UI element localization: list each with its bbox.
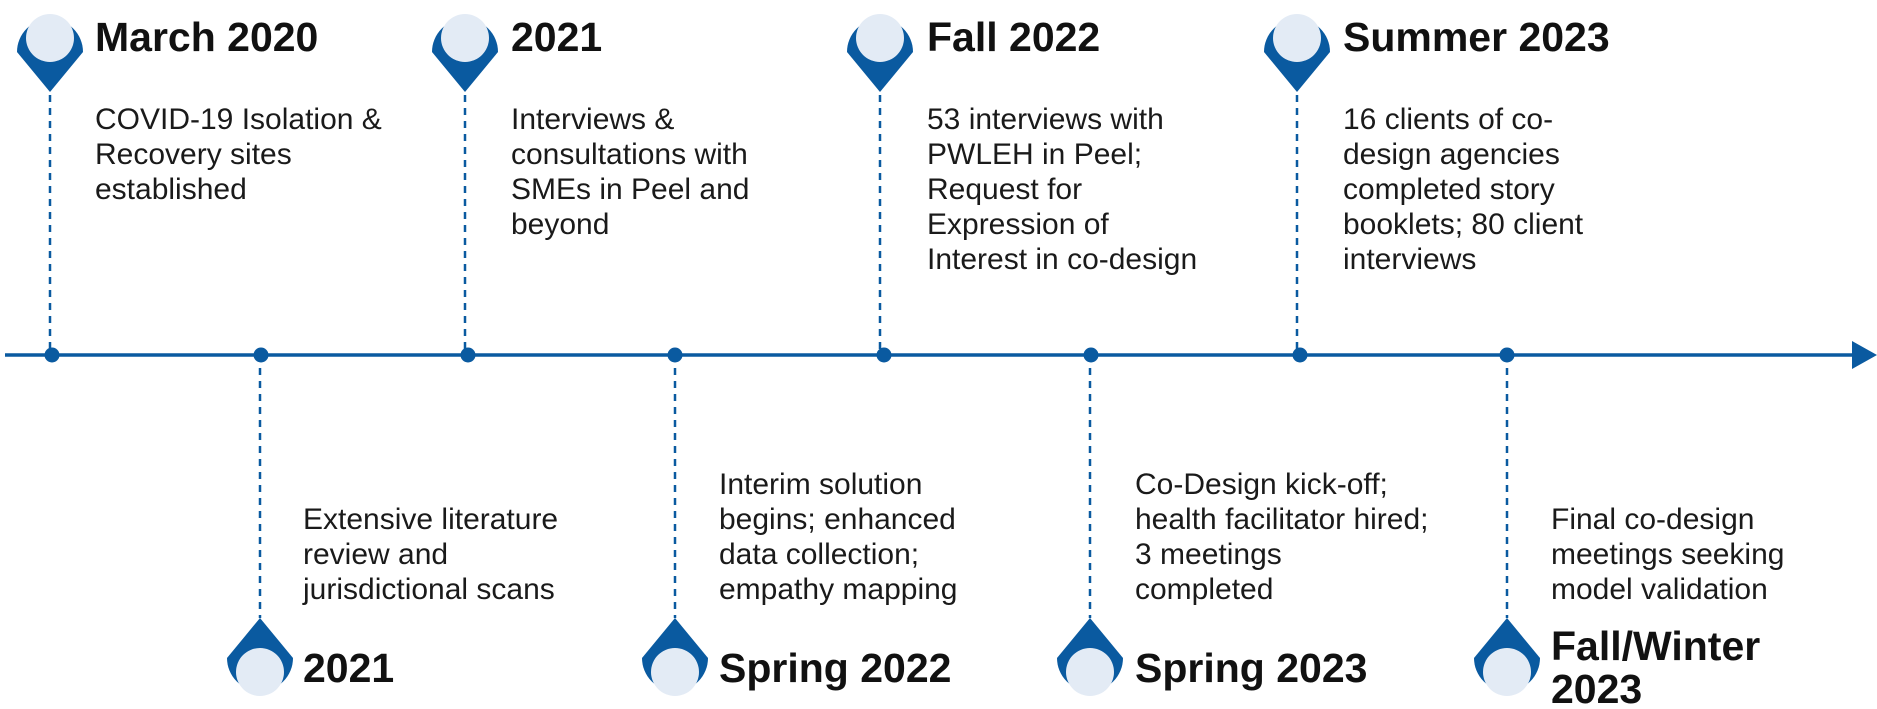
timeline-dot-3 xyxy=(460,347,476,363)
timeline-dot-6 xyxy=(1083,347,1099,363)
event-description-line: PWLEH in Peel; xyxy=(927,138,1143,171)
event-description-line: COVID-19 Isolation & xyxy=(95,103,382,136)
timeline-dot-4 xyxy=(667,347,683,363)
event-title-7: Summer 2023 xyxy=(1343,14,1610,60)
event-description-line: Interim solution xyxy=(719,468,923,501)
map-pin-icon-5 xyxy=(847,14,913,92)
event-description-line: Co-Design kick-off; xyxy=(1135,468,1388,501)
timeline-arrowhead xyxy=(1852,341,1877,369)
event-title-6: Spring 2023 xyxy=(1135,645,1368,691)
timeline-dot-1 xyxy=(44,347,60,363)
map-pin-icon-3 xyxy=(432,14,498,92)
event-description-line: 3 meetings xyxy=(1135,538,1282,571)
event-description-line: SMEs in Peel and xyxy=(511,173,750,206)
event-description-line: meetings seeking xyxy=(1551,538,1785,571)
event-description-line: jurisdictional scans xyxy=(303,573,555,606)
event-description-line: design agencies xyxy=(1343,138,1560,171)
map-pin-icon-4 xyxy=(642,618,708,696)
event-title-line: 2023 xyxy=(1551,666,1643,709)
map-pin-icon-2 xyxy=(227,618,293,696)
map-pin-icon-6 xyxy=(1057,618,1123,696)
event-description-4: Interim solution begins; enhanced data c… xyxy=(719,467,957,607)
event-description-line: booklets; 80 client xyxy=(1343,208,1584,241)
event-description-line: completed xyxy=(1135,573,1274,606)
event-title-2: 2021 xyxy=(303,645,395,691)
timeline-dot-8 xyxy=(1499,347,1515,363)
map-pin-icon-7 xyxy=(1264,14,1330,92)
event-description-line: interviews xyxy=(1343,243,1477,276)
event-title-4: Spring 2022 xyxy=(719,645,952,691)
event-description-5: 53 interviews with PWLEH in Peel; Reques… xyxy=(927,102,1197,277)
event-description-line: established xyxy=(95,173,247,206)
timeline-dot-2 xyxy=(253,347,269,363)
event-description-line: beyond xyxy=(511,208,610,241)
event-description-line: consultations with xyxy=(511,138,748,171)
event-description-8: Final co-design meetings seeking model v… xyxy=(1551,502,1784,607)
event-description-3: Interviews & consultations with SMEs in … xyxy=(511,102,749,242)
event-description-line: Interviews & xyxy=(511,103,675,136)
event-description-line: review and xyxy=(303,538,449,571)
event-description-6: Co-Design kick-off; health facilitator h… xyxy=(1135,467,1429,607)
event-description-line: Recovery sites xyxy=(95,138,292,171)
event-description-line: Extensive literature xyxy=(303,503,559,536)
event-description-line: 53 interviews with xyxy=(927,103,1164,136)
timeline-dot-5 xyxy=(876,347,892,363)
event-title-1: March 2020 xyxy=(95,14,319,60)
event-description-line: empathy mapping xyxy=(719,573,958,606)
event-title-5: Fall 2022 xyxy=(927,14,1101,60)
event-description-line: 16 clients of co- xyxy=(1343,103,1554,136)
event-description-2: Extensive literature review and jurisdic… xyxy=(303,502,558,607)
event-title-line: Fall/Winter xyxy=(1551,623,1761,669)
event-description-line: Request for xyxy=(927,173,1083,206)
event-description-line: data collection; xyxy=(719,538,920,571)
event-title-8: Fall/Winter 2023 xyxy=(1551,625,1760,709)
event-description-line: completed story xyxy=(1343,173,1555,206)
event-description-line: begins; enhanced xyxy=(719,503,956,536)
event-description-1: COVID-19 Isolation & Recovery sites esta… xyxy=(95,102,382,207)
event-description-7: 16 clients of co- design agencies comple… xyxy=(1343,102,1583,277)
event-description-line: Interest in co-design xyxy=(927,243,1198,276)
event-description-line: health facilitator hired; xyxy=(1135,503,1429,536)
event-title-3: 2021 xyxy=(511,14,603,60)
map-pin-icon-8 xyxy=(1474,618,1540,696)
event-description-line: Final co-design xyxy=(1551,503,1755,536)
map-pin-icon-1 xyxy=(17,14,83,92)
event-description-line: model validation xyxy=(1551,573,1768,606)
event-description-line: Expression of xyxy=(927,208,1109,241)
timeline-dot-7 xyxy=(1292,347,1308,363)
